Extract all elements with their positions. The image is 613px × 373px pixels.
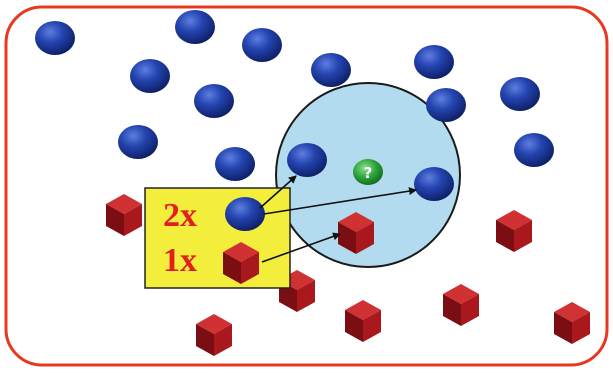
- blue-sphere: [130, 59, 170, 93]
- arrow-to-blue-right: [263, 187, 417, 215]
- blue-sphere: [118, 125, 158, 159]
- blue-sphere: [414, 167, 454, 201]
- blue-sphere: [175, 10, 215, 44]
- blue-sphere: [215, 147, 255, 181]
- blue-sphere: [35, 21, 75, 55]
- query-point: ?: [353, 159, 383, 185]
- legend-label-2x: 2x: [163, 197, 197, 234]
- blue-sphere: [194, 84, 234, 118]
- blue-sphere: [287, 143, 327, 177]
- red-cube: [554, 302, 590, 344]
- red-cube: [443, 284, 479, 326]
- legend-red-cube: [223, 242, 259, 284]
- legend-box: 2x 1x: [144, 187, 291, 289]
- red-cube: [496, 210, 532, 252]
- blue-sphere: [414, 45, 454, 79]
- arrow-to-blue-left: [259, 175, 297, 209]
- red-cube: [338, 212, 374, 254]
- red-cube: [196, 314, 232, 356]
- blue-sphere: [311, 53, 351, 87]
- blue-sphere: [242, 28, 282, 62]
- neighbor-arrows: [259, 175, 417, 263]
- legend-blue-sphere: [225, 197, 265, 231]
- red-cube: [106, 194, 142, 236]
- query-green-sphere: [353, 159, 383, 185]
- legend-background: [144, 187, 291, 289]
- blue-sphere: [426, 88, 466, 122]
- legend-label-1x: 1x: [163, 242, 197, 279]
- blue-spheres: [35, 10, 554, 201]
- query-mark: ?: [364, 164, 373, 182]
- blue-sphere: [500, 77, 540, 111]
- red-cube: [345, 300, 381, 342]
- blue-sphere: [514, 133, 554, 167]
- arrow-to-red-cube: [261, 232, 341, 263]
